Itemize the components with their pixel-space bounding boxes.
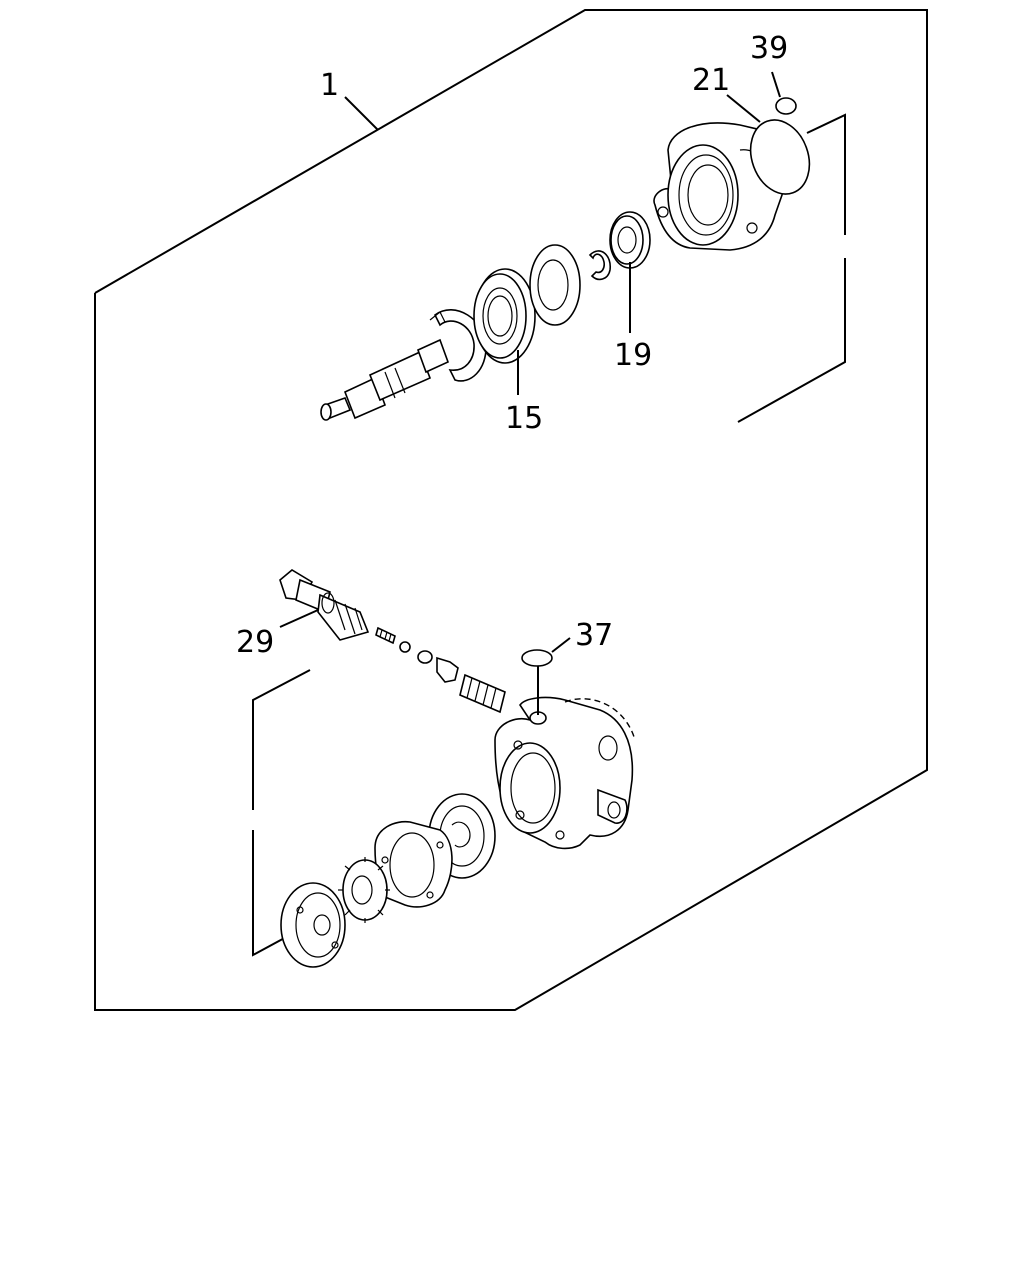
leader-29 <box>279 609 319 628</box>
leader-37 <box>551 637 571 653</box>
callout-29: 29 <box>236 625 274 660</box>
leader-39 <box>771 71 781 98</box>
lower-group-bracket <box>252 669 311 810</box>
flow-control-valve-29 <box>279 569 370 641</box>
o-ring-37 <box>521 649 553 667</box>
bearing-19 <box>609 211 651 269</box>
upper-group-bracket <box>806 113 846 235</box>
valve-seat <box>417 650 433 664</box>
pump-body <box>494 696 636 850</box>
callout-15: 15 <box>505 401 543 436</box>
thrust-washer <box>529 244 581 326</box>
o-ring-21 <box>749 119 811 195</box>
leader-1 <box>344 96 379 131</box>
valve-plug <box>436 656 459 683</box>
rotor-with-vanes <box>338 857 390 923</box>
valve-spring-small <box>375 626 396 645</box>
callout-19: 19 <box>614 338 652 373</box>
lower-group-bracket-lower <box>252 830 291 957</box>
bearing-15 <box>473 268 536 364</box>
drive-shaft <box>320 338 450 421</box>
callout-37: 37 <box>575 618 613 653</box>
callout-1: 1 <box>320 68 339 103</box>
valve-ball <box>399 641 411 653</box>
o-ring-39 <box>775 97 797 115</box>
assembly-outline <box>94 9 928 1011</box>
callout-21: 21 <box>692 63 730 98</box>
valve-spring <box>459 673 506 714</box>
upper-group-bracket-lower <box>737 258 846 423</box>
callout-39: 39 <box>750 31 788 66</box>
leader-21 <box>726 94 761 123</box>
circlip <box>588 250 611 281</box>
rear-plate <box>280 882 346 968</box>
